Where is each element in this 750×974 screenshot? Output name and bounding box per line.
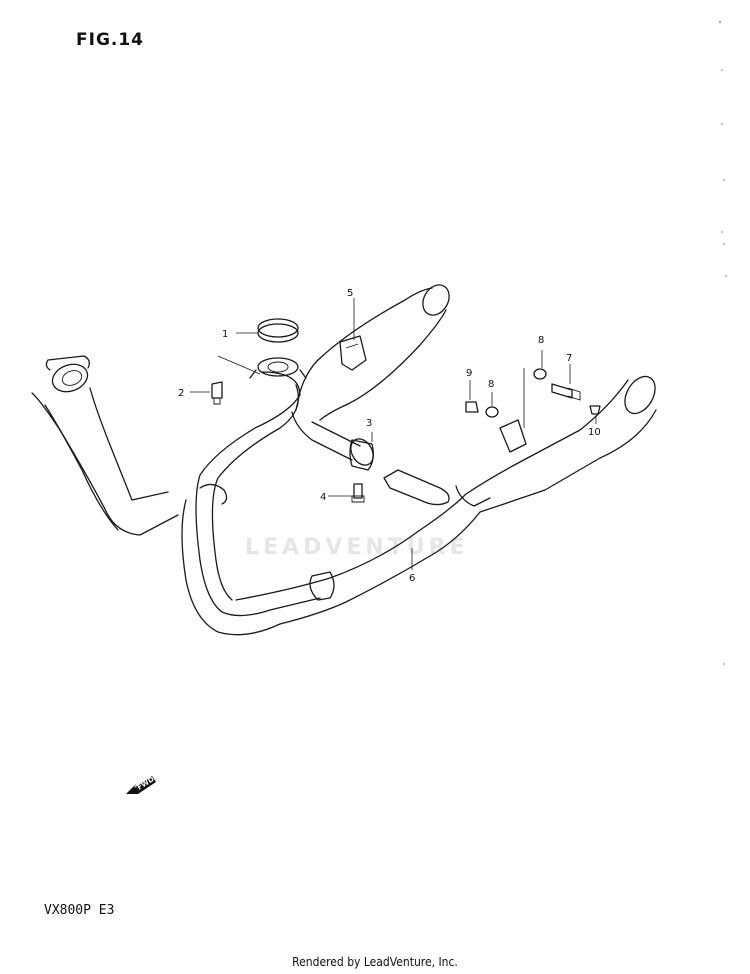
callout-10: 10 [588,427,601,438]
bolt-2 [211,381,223,405]
callout-8-upper: 8 [538,335,544,346]
callout-2: 2 [178,388,184,399]
callout-4: 4 [320,492,326,503]
bolt-7 [551,383,581,401]
forward-arrow-label: FWD [136,775,156,792]
margin-marks [719,21,727,665]
footer-credit: Rendered by LeadVenture, Inc. [292,955,458,969]
forward-arrow-icon: FWD [126,775,156,794]
figure-title: FIG.14 [76,30,145,50]
callout-1: 1 [222,329,228,340]
lower-muffler [235,375,657,625]
bolt-4 [351,483,365,503]
leader-lines [190,298,597,570]
callout-6: 6 [409,573,415,584]
nut-9 [465,401,479,413]
front-exhaust-pipe [31,355,179,536]
model-code: VX800P E3 [44,903,115,918]
callout-5: 5 [347,288,353,299]
upper-muffler [295,284,450,421]
watermark: LEADVENTURE [245,535,469,560]
washer-8b [533,368,547,380]
callout-7: 7 [566,353,572,364]
washer-8a [485,406,499,418]
callout-9: 9 [466,368,472,379]
rear-exhaust-pipe [181,357,321,636]
callout-8-lower: 8 [488,379,494,390]
gasket-1 [257,318,299,343]
crossover-pipe [291,411,450,506]
callout-3: 3 [366,418,372,429]
cap-10 [589,405,601,415]
